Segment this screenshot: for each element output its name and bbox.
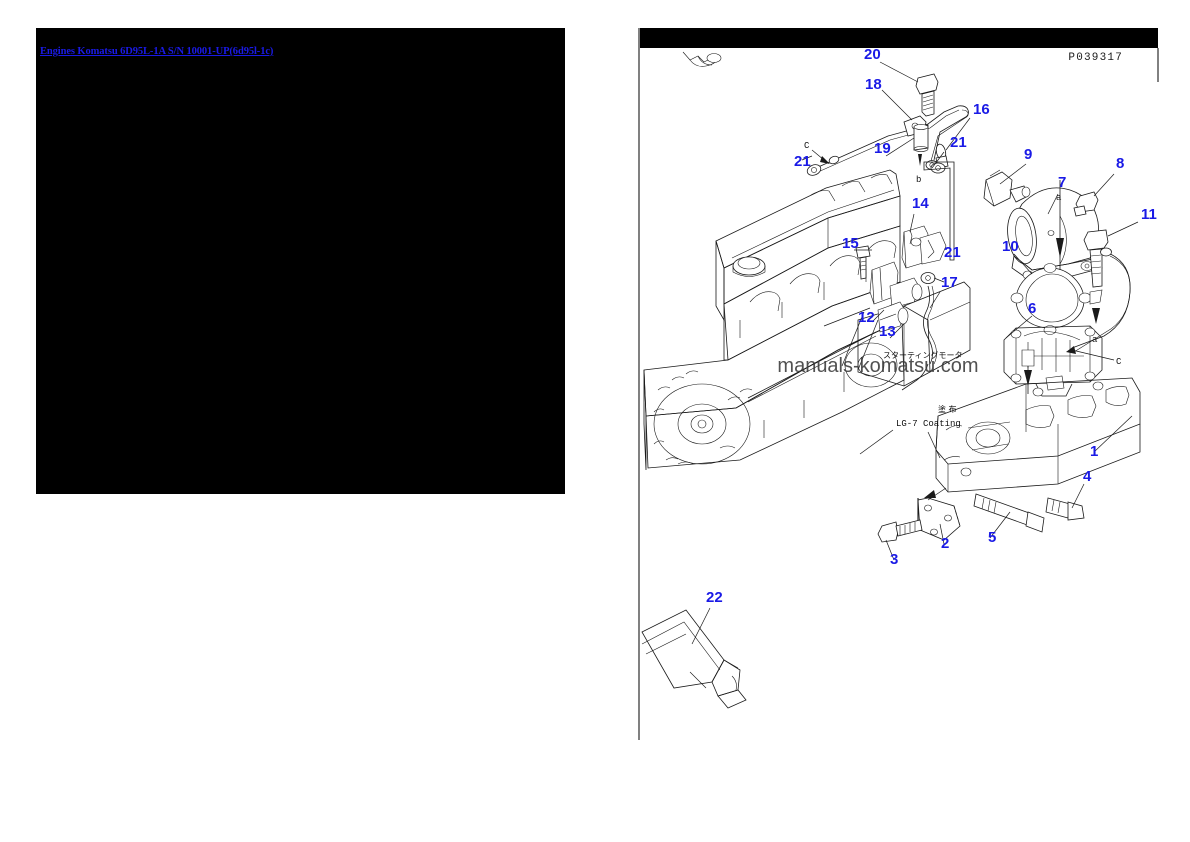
intake-manifold-assembly: [877, 349, 1141, 543]
callout-22: 22: [706, 589, 723, 606]
callout-1: 1: [1090, 443, 1098, 460]
watermark: manuals-komatsu.com: [777, 355, 978, 377]
parts-diagram-panel: P039317: [628, 20, 1168, 748]
engine-block-assembly: [643, 169, 971, 471]
header-glyph-fragment: [682, 51, 722, 67]
callout-8: 8: [1116, 155, 1124, 172]
callout-19: 19: [874, 140, 891, 157]
diagram-header-bar: [640, 28, 1158, 48]
washer-21-center: [920, 272, 936, 284]
callout-21-left: 21: [794, 153, 811, 170]
callout-21-center: 21: [944, 244, 961, 261]
sensor-12-13: [747, 261, 923, 403]
callout-12: 12: [858, 309, 875, 326]
callout-13: 13: [879, 323, 896, 340]
upper-tube-assembly: C b: [804, 73, 969, 261]
plate-2: [917, 497, 961, 541]
bolt-4: [1045, 497, 1085, 521]
page-thumbnail: Engines Komatsu 6D95L-1A S/N 10001-UP(6d…: [36, 28, 565, 494]
callout-leaders: [691, 61, 1139, 645]
callout-21-right: 21: [950, 134, 967, 151]
washer-21-right: [930, 162, 946, 174]
callout-6: 6: [1028, 300, 1036, 317]
callout-3: 3: [890, 551, 898, 568]
arrow-down-a2: [1092, 308, 1100, 324]
mark-b-upper: b: [916, 175, 921, 185]
callout-9: 9: [1024, 146, 1032, 163]
annotation-starting-motor: スターティングモータ: [883, 350, 963, 360]
bolt-3: [877, 519, 923, 543]
sleeve-19: [913, 124, 929, 152]
diagram-part-number: P039317: [1068, 52, 1123, 64]
annotation-coating-en: LG-7 Coating: [896, 419, 961, 429]
callout-5: 5: [988, 529, 996, 546]
callout-2: 2: [941, 535, 949, 552]
bolt-15: [855, 245, 871, 280]
bolt-5: [973, 493, 1045, 533]
callout-numbers: 1 2 3 4 5 6 7 8 9 10 11 12 13 14 15 16 1…: [706, 46, 1157, 606]
sensor-9: [983, 169, 1031, 207]
center-small-parts: [747, 225, 947, 403]
mark-c-right: C: [1116, 357, 1122, 367]
wire-17: [923, 285, 933, 365]
mark-a-lower: a: [1092, 335, 1098, 345]
catalog-title-link[interactable]: Engines Komatsu 6D95L-1A S/N 10001-UP(6d…: [40, 46, 274, 57]
mark-a-upper: a: [1056, 193, 1062, 203]
callout-17: 17: [941, 274, 958, 291]
bolt-8: [1073, 191, 1099, 217]
callout-16: 16: [973, 101, 990, 118]
arrow-down-a1: [1056, 238, 1064, 258]
housing-6: [1003, 325, 1103, 397]
callout-11: 11: [1141, 206, 1157, 223]
annotation-coating-jp: 塗 布: [938, 404, 957, 414]
parts-diagram: P039317: [638, 28, 1159, 740]
callout-7: 7: [1058, 174, 1066, 191]
part-22: [641, 609, 747, 709]
callout-18: 18: [865, 76, 882, 93]
callout-10: 10: [1002, 238, 1019, 255]
callout-20: 20: [864, 46, 881, 63]
left-panel: Engines Komatsu 6D95L-1A S/N 10001-UP(6d…: [36, 28, 565, 494]
mark-c-upper: C: [804, 141, 810, 151]
callout-15: 15: [842, 235, 859, 252]
bolt-20: [915, 73, 939, 117]
callout-14: 14: [912, 195, 929, 212]
callout-4: 4: [1083, 468, 1092, 485]
thermostat-housing-assembly: a a C: [983, 169, 1131, 397]
bracket-14: [901, 225, 947, 269]
